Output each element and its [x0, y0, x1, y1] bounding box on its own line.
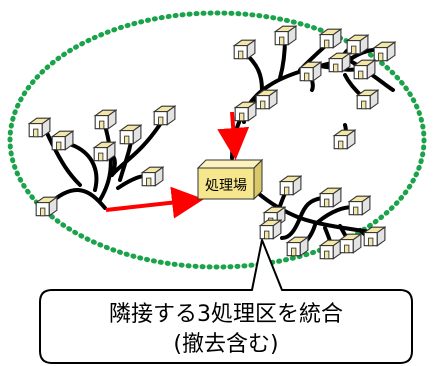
house-icon — [28, 117, 51, 138]
house-icon — [363, 226, 386, 247]
service-area-boundary — [7, 10, 427, 270]
house-icon — [234, 101, 257, 122]
house-icon — [51, 130, 74, 151]
house-icon — [319, 239, 342, 260]
house-icon — [328, 52, 351, 73]
house-icon — [119, 124, 142, 145]
house-icon — [94, 109, 117, 130]
treatment-plant-label: 処理場 — [205, 178, 247, 194]
house-icon — [339, 233, 362, 254]
callout-line-2: (撤去含む) — [173, 332, 278, 357]
house-icon — [141, 166, 164, 187]
house-icon — [233, 39, 256, 60]
house-icon — [373, 41, 396, 62]
house-icon — [259, 219, 282, 240]
house-icon — [319, 187, 342, 208]
house-icon — [356, 89, 379, 110]
callout-line-1: 隣接する3処理区を統合 — [109, 302, 343, 327]
house-icon — [255, 89, 278, 110]
house-icon — [346, 34, 369, 55]
house-icon — [319, 28, 342, 49]
house-icon — [299, 61, 322, 82]
callout-bubble: 隣接する3処理区を統合 (撤去含む) — [39, 239, 413, 364]
house-icon — [353, 59, 376, 80]
house-icon — [348, 195, 371, 216]
flow-arrow-from-left — [105, 186, 204, 219]
house-icon — [93, 141, 116, 162]
house-icon — [35, 196, 58, 217]
house-icon — [274, 25, 297, 46]
flow-arrow-from-top — [217, 111, 250, 160]
house-icon — [279, 175, 302, 196]
house-icon — [153, 105, 176, 126]
treatment-plant-box-icon: 処理場 — [196, 158, 264, 201]
house-icon — [286, 236, 309, 257]
house-icon — [333, 129, 356, 150]
